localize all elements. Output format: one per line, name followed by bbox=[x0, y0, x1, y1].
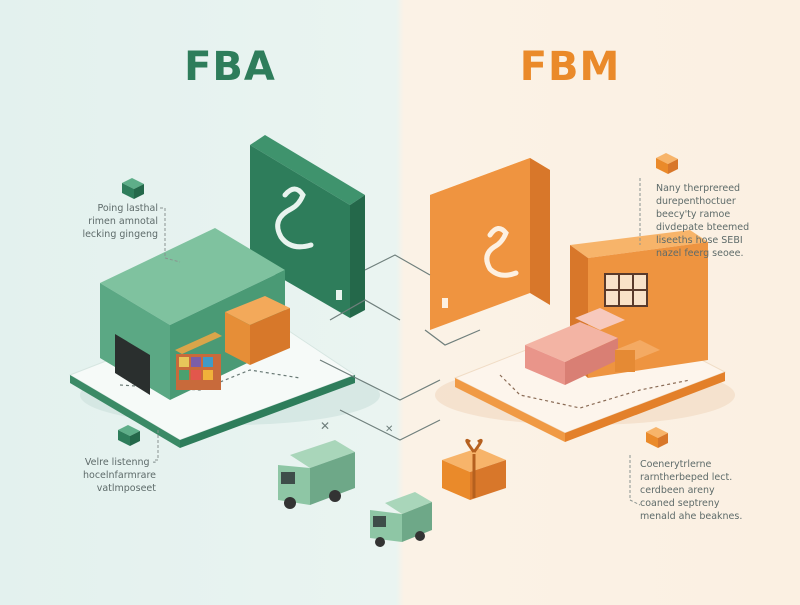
fba-callout-bottom: Velre listenng - hocelnfarmrare vatlmpos… bbox=[83, 457, 156, 494]
package-icon bbox=[118, 425, 140, 446]
callout-leaders bbox=[155, 178, 641, 506]
delivery-truck-icon bbox=[370, 492, 432, 547]
bed-icon bbox=[525, 308, 625, 385]
package-icon bbox=[646, 427, 668, 448]
fbm-home-room bbox=[525, 230, 708, 385]
package-icon bbox=[122, 178, 144, 199]
window-icon bbox=[604, 273, 648, 307]
fba-callout-top: Poing lasthal rimen amnotal lecking ging… bbox=[82, 203, 158, 240]
fba-title: FBA bbox=[184, 44, 276, 90]
package-icon bbox=[656, 153, 678, 174]
nightstand-icon bbox=[615, 340, 660, 372]
fba-warehouse bbox=[100, 228, 290, 400]
cross-mark-icon: ✕ bbox=[385, 424, 393, 435]
warehouse-door-icon bbox=[115, 334, 150, 395]
fbm-callout-top: Nany therprereed durepenthoctuer beecy't… bbox=[656, 183, 750, 259]
fbm-logo-block bbox=[430, 158, 550, 330]
connector-lines bbox=[319, 254, 481, 441]
fba-swirl-logo-icon bbox=[275, 186, 314, 250]
fbm-swirl-logo-icon bbox=[484, 226, 519, 278]
fbm-callout-bottom: Coenerytrlerne rarntherbeped lect. cerdb… bbox=[640, 459, 743, 522]
delivery-truck-icon bbox=[278, 440, 355, 509]
cross-mark-icon: ✕ bbox=[320, 419, 330, 433]
fba-logo-block bbox=[250, 135, 365, 318]
gift-box-icon bbox=[442, 438, 506, 500]
fbm-title: FBM bbox=[519, 44, 621, 90]
